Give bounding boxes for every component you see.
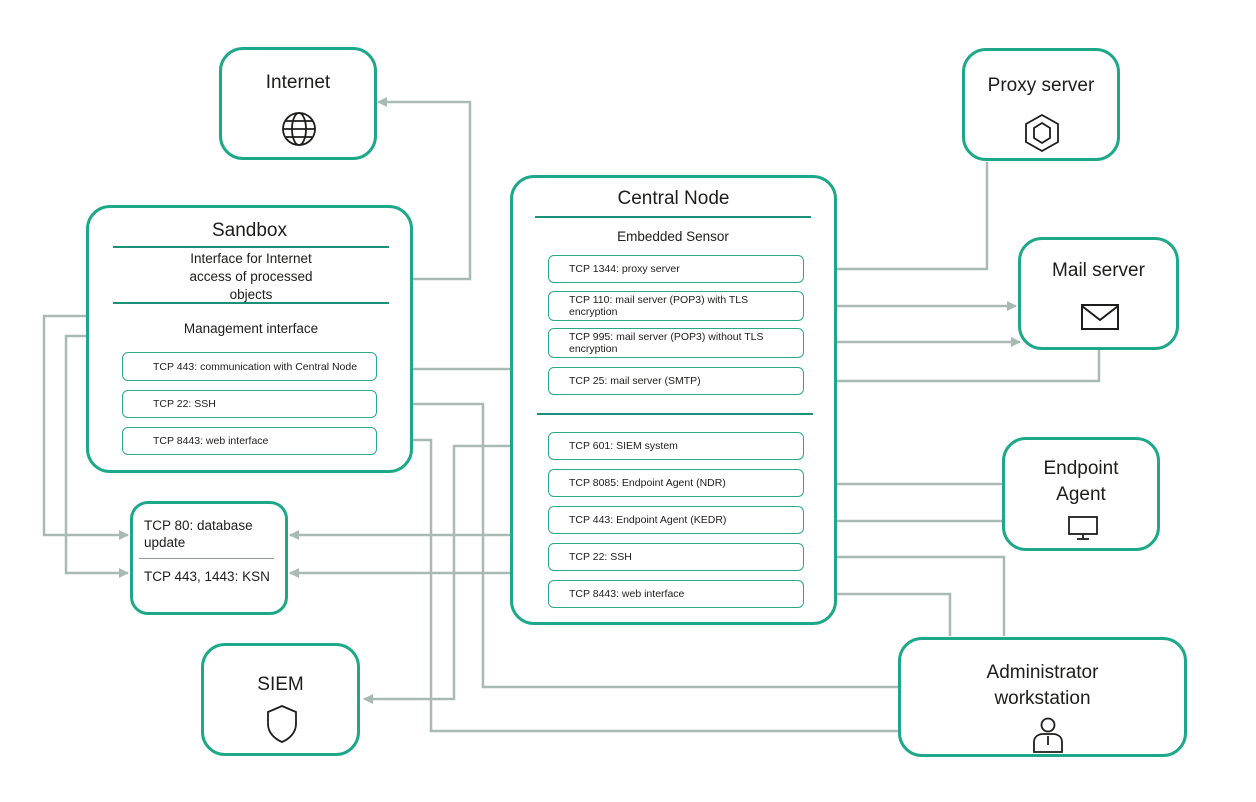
sandbox-internet-interface-line1: Interface for Internet bbox=[190, 251, 312, 266]
central-port-995: TCP 995: mail server (POP3) without TLS … bbox=[548, 328, 804, 358]
connector-sandbox-db-update bbox=[42, 314, 129, 540]
sandbox-management-interface: Management interface bbox=[183, 321, 319, 336]
central-port-110: TCP 110: mail server (POP3) with TLS enc… bbox=[548, 291, 804, 321]
envelope-icon bbox=[1081, 304, 1119, 330]
siem-node: SIEM bbox=[201, 643, 360, 756]
update-servers-divider bbox=[139, 558, 274, 559]
central-port-601: TCP 601: SIEM system bbox=[548, 432, 804, 460]
mail-server-node: Mail server bbox=[1018, 237, 1179, 350]
sandbox-port-8443: TCP 8443: web interface bbox=[122, 427, 377, 455]
proxy-server-node: Proxy server bbox=[962, 48, 1120, 161]
internet-node: Internet bbox=[219, 47, 377, 160]
endpoint-agent-node: Endpoint Agent bbox=[1002, 437, 1160, 551]
central-port-8443: TCP 8443: web interface bbox=[548, 580, 804, 608]
central-port-1344: TCP 1344: proxy server bbox=[548, 255, 804, 283]
sandbox-port-443: TCP 443: communication with Central Node bbox=[122, 352, 377, 381]
central-port-22: TCP 22: SSH bbox=[548, 543, 804, 571]
connector-admin-central-ssh bbox=[805, 552, 1006, 636]
administrator-workstation-node: Administrator workstation bbox=[898, 637, 1187, 757]
connector-sandbox-internet-a bbox=[377, 97, 472, 281]
sandbox-internet-interface-line3: objects bbox=[229, 287, 273, 302]
connector-admin-sandbox-ssh bbox=[377, 399, 898, 689]
connector-admin-central-web bbox=[805, 589, 952, 636]
central-port-25: TCP 25: mail server (SMTP) bbox=[548, 367, 804, 395]
proxy-server-title: Proxy server bbox=[987, 75, 1095, 96]
shield-icon bbox=[267, 705, 297, 743]
globe-icon bbox=[282, 112, 316, 146]
central-port-443-kedr: TCP 443: Endpoint Agent (KEDR) bbox=[548, 506, 804, 534]
sandbox-title: Sandbox bbox=[211, 220, 287, 241]
connector-mail-smtp bbox=[805, 350, 1101, 386]
siem-title: SIEM bbox=[257, 674, 304, 695]
connector-central-siem bbox=[363, 444, 548, 704]
sandbox-internet-interface-line2: access of processed bbox=[189, 269, 313, 284]
sandbox-divider-mid bbox=[113, 302, 389, 304]
hexagon-icon bbox=[1025, 113, 1059, 153]
admin-title-line1: Administrator bbox=[986, 662, 1099, 683]
sandbox-port-22: TCP 22: SSH bbox=[122, 390, 377, 418]
central-port-8085: TCP 8085: Endpoint Agent (NDR) bbox=[548, 469, 804, 497]
central-divider-bottom bbox=[537, 413, 813, 415]
admin-title-line2: workstation bbox=[994, 688, 1091, 709]
sandbox-divider-top bbox=[113, 246, 389, 248]
monitor-icon bbox=[1068, 516, 1098, 540]
endpoint-agent-title-line1: Endpoint bbox=[1043, 458, 1119, 479]
mail-server-title: Mail server bbox=[1052, 260, 1145, 281]
db-update-line1: TCP 80: database bbox=[144, 518, 253, 533]
ksn-label: TCP 443, 1443: KSN bbox=[144, 569, 270, 584]
connector-proxy-1344 bbox=[805, 162, 989, 274]
db-update-line2: update bbox=[144, 535, 186, 550]
endpoint-agent-title-line2: Agent bbox=[1056, 484, 1106, 505]
internet-title: Internet bbox=[265, 72, 331, 93]
central-node-title: Central Node bbox=[617, 188, 730, 209]
embedded-sensor-label: Embedded Sensor bbox=[617, 229, 729, 244]
person-icon bbox=[1033, 717, 1063, 753]
central-divider-top bbox=[535, 216, 811, 218]
